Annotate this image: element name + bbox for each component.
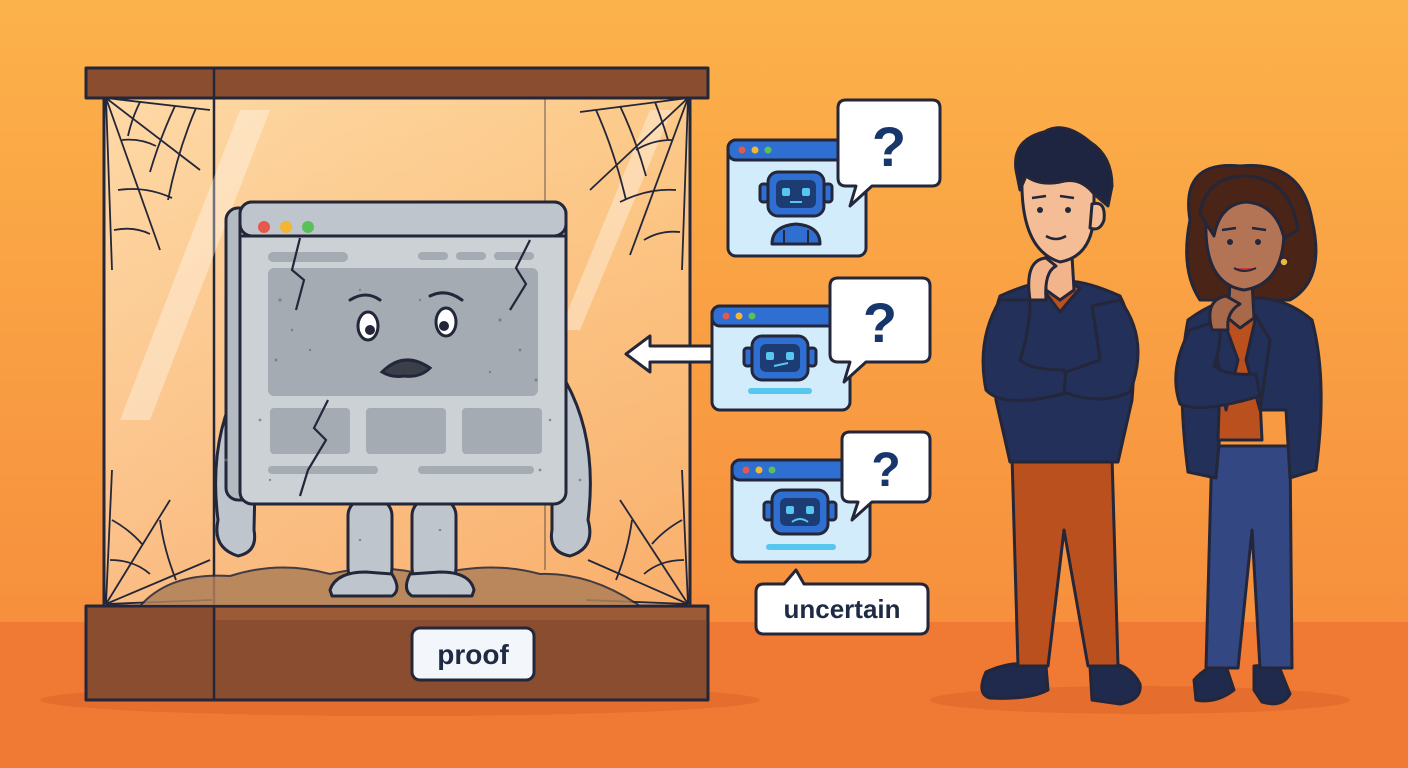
woman-figure	[1174, 163, 1323, 706]
traffic-light-dots-icon	[258, 221, 314, 233]
case-lid	[84, 66, 710, 100]
question-bubble-2: ?	[828, 276, 932, 384]
question-mark-icon: ?	[863, 291, 897, 354]
robot-browser-icon	[758, 170, 834, 246]
question-mark-icon: ?	[871, 444, 900, 497]
display-case	[84, 66, 710, 702]
robot-browser-icon	[762, 488, 838, 550]
browser-content-blocks	[268, 252, 542, 474]
question-bubble-1: ?	[836, 98, 942, 208]
robot-browser-icon	[742, 334, 818, 394]
proof-plaque-text: proof	[437, 639, 509, 670]
proof-plaque: proof	[410, 626, 536, 682]
spider-web-icon	[579, 97, 689, 271]
robot-browser-card-3	[730, 458, 872, 564]
robot-browser-card-2	[710, 304, 852, 412]
sad-face	[348, 291, 464, 378]
case-base	[84, 604, 710, 702]
spider-web-icon	[105, 97, 211, 271]
uncertain-tag: uncertain	[754, 568, 930, 636]
question-mark-icon: ?	[872, 115, 906, 178]
dust-speckles	[224, 288, 582, 542]
robot-browser-card-1	[726, 138, 868, 258]
uncertain-tag-text: uncertain	[783, 594, 900, 624]
question-bubble-3: ?	[840, 430, 932, 522]
man-figure	[980, 126, 1142, 706]
cracks	[290, 237, 531, 497]
spider-web-icon	[585, 469, 689, 605]
